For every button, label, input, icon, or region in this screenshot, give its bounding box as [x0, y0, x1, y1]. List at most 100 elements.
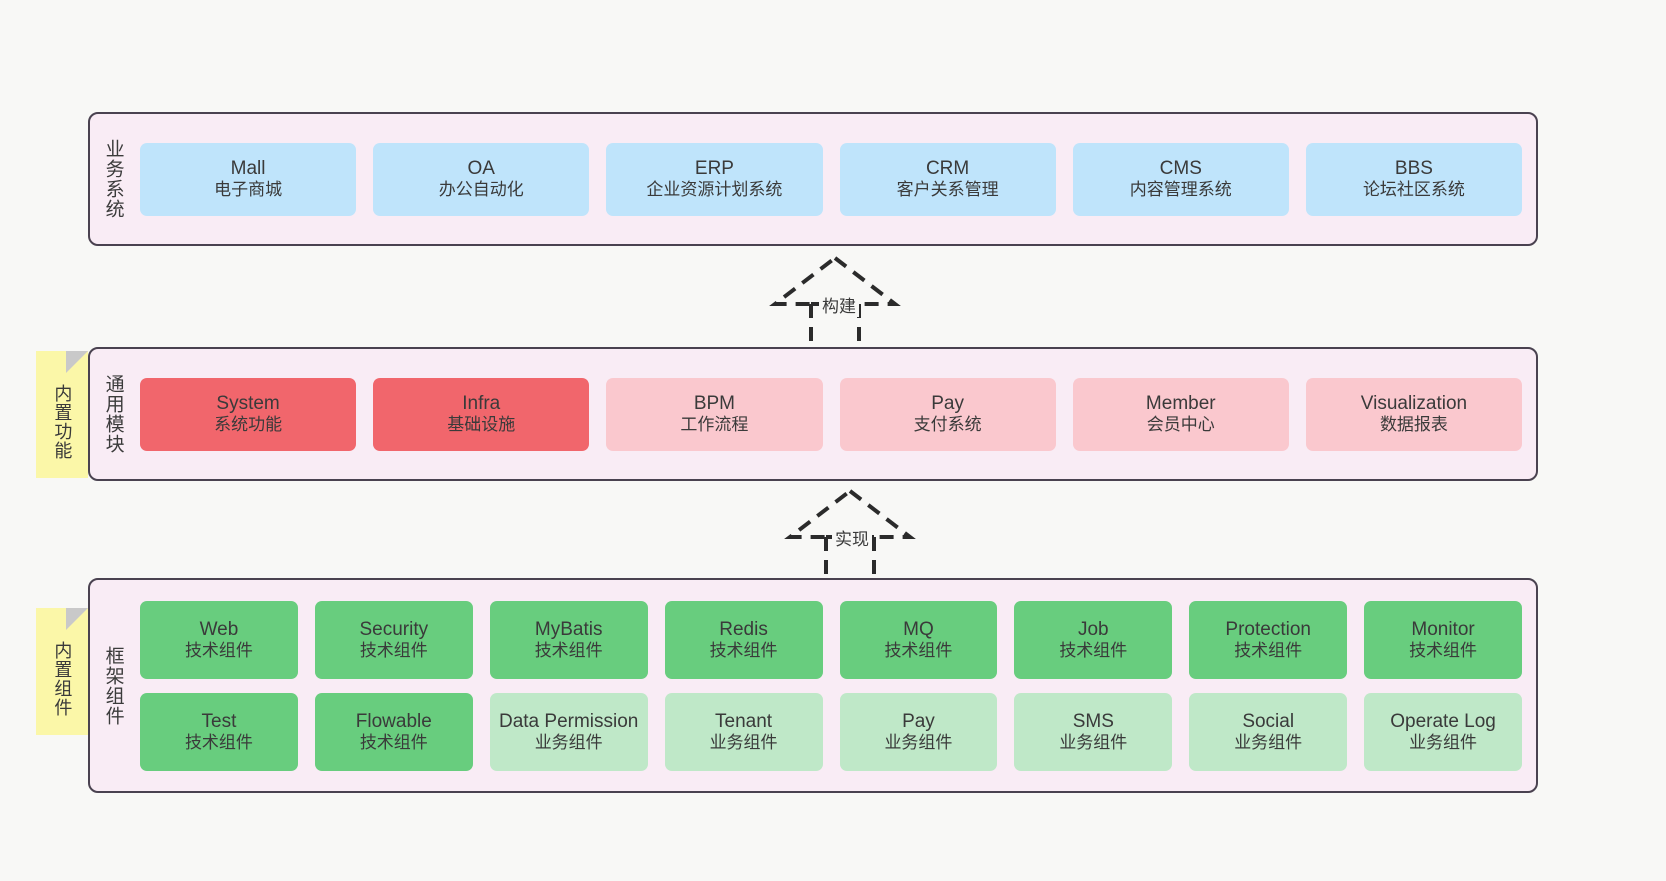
card-subtitle: 技术组件 [184, 640, 253, 660]
arrow-build: 构建 [745, 252, 925, 347]
card-title: System [216, 393, 280, 415]
layer-business-systems: 业务系统 Mall 电子商城 OA 办公自动化 ERP 企业资源计划系统 CRM… [88, 112, 1538, 246]
card-subtitle: 技术组件 [1059, 640, 1128, 660]
card-title: BBS [1394, 158, 1433, 180]
card-title: SMS [1072, 710, 1114, 732]
card-title: OA [467, 158, 495, 180]
framework-card-social[interactable]: Social 业务组件 [1189, 692, 1348, 771]
framework-card-redis[interactable]: Redis 技术组件 [664, 600, 823, 679]
card-title: Tenant [715, 710, 773, 732]
card-subtitle: 系统功能 [214, 415, 283, 435]
card-title: Redis [719, 618, 768, 640]
card-subtitle: 数据报表 [1379, 415, 1448, 435]
business-row: Mall 电子商城 OA 办公自动化 ERP 企业资源计划系统 CRM 客户关系… [140, 142, 1523, 216]
framework-row-tech: Web 技术组件 Security 技术组件 MyBatis 技术组件 Redi… [140, 600, 1522, 679]
layer-framework-components: 框架组件 Web 技术组件 Security 技术组件 MyBatis 技术组件… [88, 578, 1538, 793]
card-subtitle: 办公自动化 [438, 180, 524, 200]
framework-card-operate-log[interactable]: Operate Log 业务组件 [1364, 692, 1522, 771]
framework-card-mq[interactable]: MQ 技术组件 [839, 600, 998, 679]
card-subtitle: 基础设施 [447, 415, 516, 435]
business-card-oa[interactable]: OA 办公自动化 [373, 142, 590, 216]
common-row: System 系统功能 Infra 基础设施 BPM 工作流程 Pay 支付系统… [140, 377, 1523, 451]
card-title: Flowable [355, 710, 432, 732]
card-subtitle: 技术组件 [359, 732, 428, 752]
card-title: Pay [902, 710, 935, 732]
card-title: Monitor [1411, 618, 1475, 640]
card-title: Infra [462, 393, 501, 415]
layer-body-framework: Web 技术组件 Security 技术组件 MyBatis 技术组件 Redi… [136, 580, 1536, 791]
framework-card-tenant[interactable]: Tenant 业务组件 [664, 692, 823, 771]
card-title: Security [359, 618, 429, 640]
card-subtitle: 技术组件 [1409, 640, 1478, 660]
sticky-label: 内置功能 [52, 383, 73, 460]
card-subtitle: 业务组件 [884, 732, 953, 752]
card-title: Test [201, 710, 237, 732]
card-title: ERP [694, 158, 734, 180]
card-subtitle: 业务组件 [534, 732, 603, 752]
card-subtitle: 电子商城 [214, 180, 283, 200]
framework-card-web[interactable]: Web 技术组件 [140, 600, 298, 679]
card-title: CRM [925, 158, 970, 180]
layer-common-modules: 通用模块 System 系统功能 Infra 基础设施 BPM 工作流程 Pay… [88, 347, 1538, 481]
business-card-mall[interactable]: Mall 电子商城 [140, 142, 357, 216]
card-title: Web [199, 618, 239, 640]
framework-card-data-permission[interactable]: Data Permission 业务组件 [489, 692, 648, 771]
common-card-system[interactable]: System 系统功能 [140, 377, 357, 451]
business-card-crm[interactable]: CRM 客户关系管理 [839, 142, 1056, 216]
common-card-pay[interactable]: Pay 支付系统 [839, 377, 1056, 451]
common-card-visualization[interactable]: Visualization 数据报表 [1305, 377, 1523, 451]
card-subtitle: 业务组件 [1409, 732, 1478, 752]
business-card-erp[interactable]: ERP 企业资源计划系统 [606, 142, 823, 216]
layer-label-common: 通用模块 [102, 374, 124, 454]
layer-body-common: System 系统功能 Infra 基础设施 BPM 工作流程 Pay 支付系统… [136, 349, 1536, 479]
card-title: BPM [693, 393, 736, 415]
card-subtitle: 技术组件 [534, 640, 603, 660]
card-title: Operate Log [1390, 710, 1496, 732]
sticky-note-builtin-features: 内置功能 [36, 351, 88, 478]
business-card-bbs[interactable]: BBS 论坛社区系统 [1305, 142, 1523, 216]
common-card-member[interactable]: Member 会员中心 [1072, 377, 1289, 451]
card-subtitle: 论坛社区系统 [1362, 180, 1465, 200]
card-title: Mall [230, 158, 266, 180]
framework-card-security[interactable]: Security 技术组件 [314, 600, 473, 679]
card-title: CMS [1159, 158, 1202, 180]
framework-card-monitor[interactable]: Monitor 技术组件 [1364, 600, 1522, 679]
card-subtitle: 技术组件 [884, 640, 953, 660]
framework-card-mybatis[interactable]: MyBatis 技术组件 [489, 600, 648, 679]
card-title: Data Permission [498, 710, 639, 732]
card-title: Member [1145, 393, 1216, 415]
card-title: MyBatis [534, 618, 603, 640]
framework-card-protection[interactable]: Protection 技术组件 [1189, 600, 1348, 679]
layer-label-framework: 框架组件 [102, 645, 124, 726]
card-title: Protection [1225, 618, 1311, 640]
card-subtitle: 会员中心 [1146, 415, 1215, 435]
framework-card-job[interactable]: Job 技术组件 [1014, 600, 1173, 679]
card-subtitle: 业务组件 [1059, 732, 1128, 752]
card-title: MQ [903, 618, 934, 640]
arrow-implement-label: 实现 [832, 525, 872, 550]
framework-card-pay[interactable]: Pay 业务组件 [839, 692, 998, 771]
arrow-implement: 实现 [760, 485, 940, 580]
card-subtitle: 技术组件 [709, 640, 778, 660]
card-title: Job [1077, 618, 1109, 640]
card-subtitle: 业务组件 [1234, 732, 1303, 752]
common-card-bpm[interactable]: BPM 工作流程 [606, 377, 823, 451]
card-subtitle: 企业资源计划系统 [646, 180, 783, 200]
framework-card-test[interactable]: Test 技术组件 [140, 692, 298, 771]
card-subtitle: 技术组件 [184, 732, 253, 752]
card-subtitle: 技术组件 [1234, 640, 1303, 660]
framework-card-sms[interactable]: SMS 业务组件 [1014, 692, 1173, 771]
card-title: Pay [931, 393, 964, 415]
business-card-cms[interactable]: CMS 内容管理系统 [1072, 142, 1289, 216]
arrow-build-label: 构建 [819, 292, 859, 317]
layer-body-business: Mall 电子商城 OA 办公自动化 ERP 企业资源计划系统 CRM 客户关系… [136, 114, 1536, 244]
framework-card-flowable[interactable]: Flowable 技术组件 [314, 692, 473, 771]
card-subtitle: 技术组件 [359, 640, 428, 660]
card-subtitle: 客户关系管理 [896, 180, 999, 200]
card-subtitle: 工作流程 [680, 415, 749, 435]
framework-row-business: Test 技术组件 Flowable 技术组件 Data Permission … [140, 692, 1522, 771]
card-title: Social [1242, 710, 1295, 732]
common-card-infra[interactable]: Infra 基础设施 [373, 377, 590, 451]
card-title: Visualization [1360, 393, 1468, 415]
